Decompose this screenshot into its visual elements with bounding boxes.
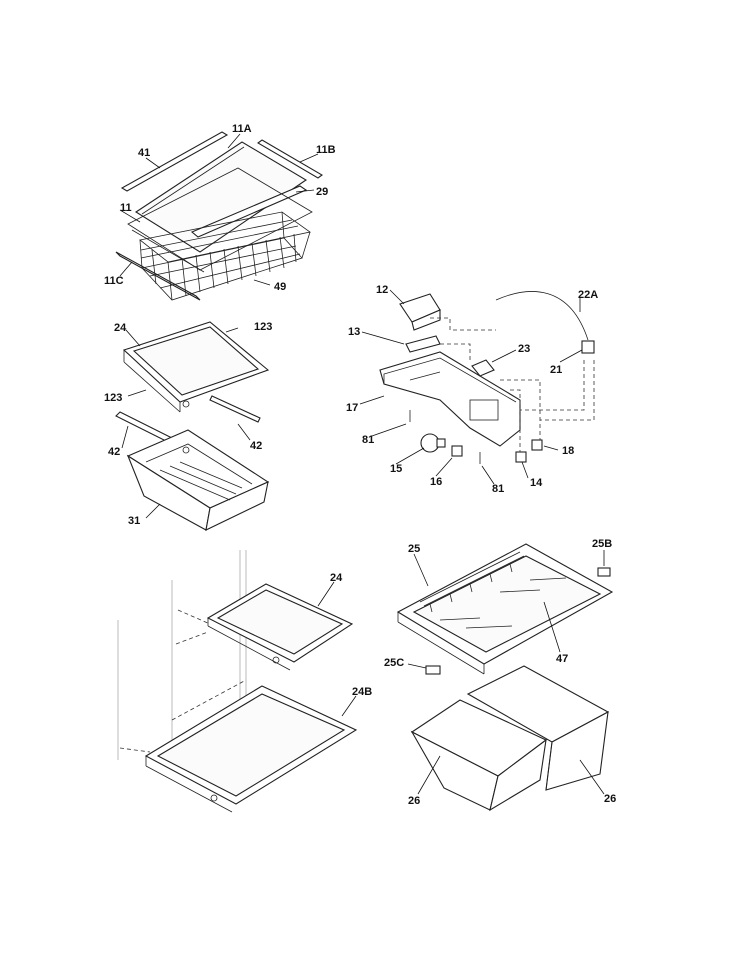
- part-label-21: 21: [550, 364, 562, 376]
- part-label-49: 49: [274, 281, 286, 293]
- part-label-42-left: 42: [108, 446, 120, 458]
- part-label-25B: 25B: [592, 538, 612, 550]
- part-label-24B: 24B: [352, 686, 372, 698]
- part-label-81-left: 81: [362, 434, 374, 446]
- part-label-11A: 11A: [232, 123, 252, 135]
- part-label-41: 41: [138, 147, 150, 159]
- part-label-15: 15: [390, 463, 402, 475]
- part-label-42-right: 42: [250, 440, 262, 452]
- control-housing-assembly: [379, 291, 595, 464]
- part-label-123-left: 123: [104, 392, 122, 404]
- part-label-25: 25: [408, 543, 420, 555]
- part-label-31: 31: [128, 515, 140, 527]
- crisper-drawer-assembly: [396, 543, 614, 812]
- crisper-pan-assembly: [115, 321, 270, 531]
- part-label-11C: 11C: [104, 275, 124, 287]
- part-label-24-upper: 24: [114, 322, 127, 334]
- part-label-11B: 11B: [316, 144, 336, 156]
- part-label-11: 11: [120, 202, 132, 214]
- part-label-26-right: 26: [604, 793, 616, 805]
- part-labels: 41 11A 11B 29 11 11C 49 24 123 123 42 42…: [104, 123, 616, 807]
- part-label-23: 23: [518, 343, 530, 355]
- leader-lines: [119, 133, 605, 795]
- wire-basket-assembly: [115, 131, 323, 301]
- part-label-22A: 22A: [578, 289, 598, 301]
- part-label-17: 17: [346, 402, 358, 414]
- part-label-24-middle: 24: [330, 572, 343, 584]
- part-label-18: 18: [562, 445, 574, 457]
- part-label-26-left: 26: [408, 795, 420, 807]
- part-label-13: 13: [348, 326, 360, 338]
- part-label-25C: 25C: [384, 657, 404, 669]
- part-label-29: 29: [316, 186, 328, 198]
- part-label-14: 14: [530, 477, 543, 489]
- part-label-12: 12: [376, 284, 388, 296]
- part-label-16: 16: [430, 476, 442, 488]
- part-label-81-bottom: 81: [492, 483, 504, 495]
- part-label-123-upper: 123: [254, 321, 272, 333]
- part-label-47: 47: [556, 653, 568, 665]
- shelf-assembly: [117, 550, 358, 813]
